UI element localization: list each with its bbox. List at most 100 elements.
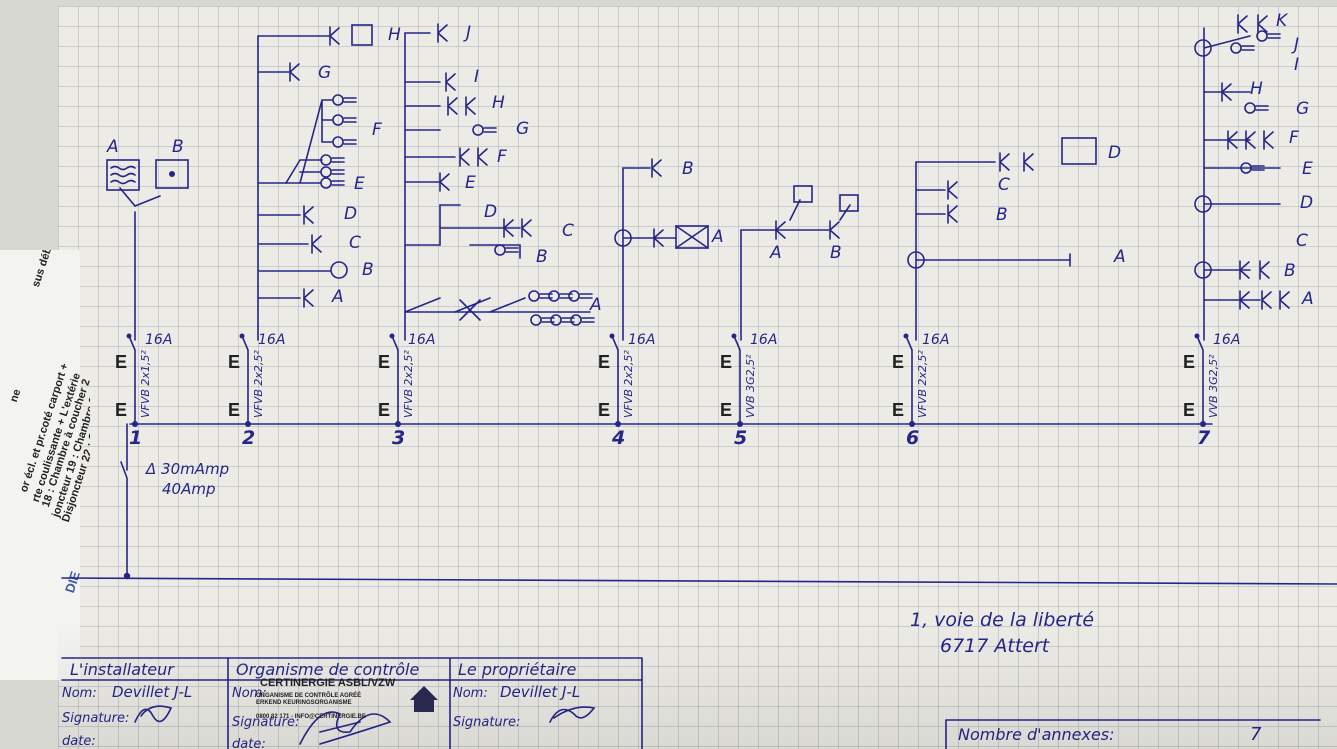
load-label-c7-4: H xyxy=(1250,79,1263,99)
earth-label: E xyxy=(720,352,732,372)
installer-date-label: date: xyxy=(62,734,96,749)
switch-symbol xyxy=(653,228,664,248)
circuit-number: 4 xyxy=(611,427,625,449)
load-label-c4-1: B xyxy=(682,159,694,179)
cable-spec: VVB 3G2,5² xyxy=(744,354,757,418)
c2-h-box xyxy=(351,24,373,46)
switch-symbol xyxy=(303,288,314,308)
socket-arrow xyxy=(331,180,345,186)
earth-label: E xyxy=(892,352,904,372)
socket-symbol xyxy=(320,166,332,178)
socket-arrow xyxy=(343,117,357,123)
switch-symbol xyxy=(1279,290,1290,310)
switch-symbol xyxy=(445,72,456,92)
owner-name: Devillet J-L xyxy=(500,683,580,701)
stamp-line3: 0800 82 171 - INFO@CERTINERGIE.BE xyxy=(256,714,366,720)
switch-symbol xyxy=(1239,290,1250,310)
circuit-breaker-line xyxy=(1196,335,1204,425)
breaker-rating: 16A xyxy=(1213,332,1240,348)
load-label-c6-4: A xyxy=(1113,247,1126,267)
load-label-c6-2: C xyxy=(998,175,1010,195)
cable-spec: VVB 3G2,5² xyxy=(1207,354,1220,418)
socket-arrow xyxy=(331,157,345,163)
load-label-c5-2: B xyxy=(830,243,842,263)
socket-arrow xyxy=(541,317,555,323)
switch-symbol xyxy=(1259,260,1270,280)
socket-symbol xyxy=(332,114,344,126)
installer-signature xyxy=(134,705,173,723)
c7-junction-1 xyxy=(1194,39,1212,57)
load-label-c7-10: B xyxy=(1284,261,1296,281)
cable-spec: VFVB 2x1,5² xyxy=(139,350,152,418)
main-switch-line1: Δ 30mAmp xyxy=(145,460,229,478)
breaker-rating: 16A xyxy=(145,332,172,348)
switch-symbol xyxy=(1221,82,1232,102)
socket-symbol xyxy=(494,244,506,256)
socket-symbol xyxy=(332,136,344,148)
circuit-breaker-line xyxy=(905,335,913,425)
switch-symbol xyxy=(1263,130,1274,150)
switch-symbol xyxy=(329,26,340,46)
switch-symbol xyxy=(437,23,448,43)
circuit-breaker-line xyxy=(391,335,399,425)
load-label-c1-1: A xyxy=(106,137,119,157)
c1-box-b-dot xyxy=(169,171,175,177)
installer-heading: L'installateur xyxy=(70,660,175,679)
switch-symbol xyxy=(1257,14,1268,34)
socket-arrow xyxy=(559,293,573,299)
socket-arrow xyxy=(331,169,345,175)
cable-spec: VFVB 2x2,5² xyxy=(402,350,415,418)
cable-spec: VFVB 2x2,5² xyxy=(916,350,929,418)
earth-label: E xyxy=(598,352,610,372)
switch-symbol xyxy=(947,204,958,224)
circuit-number: 3 xyxy=(392,427,405,449)
socket-symbol xyxy=(320,154,332,166)
load-label-c6-3: B xyxy=(996,205,1008,225)
earth-label: E xyxy=(115,400,127,420)
bus-node xyxy=(1200,421,1206,427)
earth-label: E xyxy=(720,400,732,420)
installer-signature-label: Signature: xyxy=(62,711,129,726)
socket-symbol xyxy=(528,290,540,302)
breaker-contact xyxy=(609,333,615,339)
breaker-contact xyxy=(1194,333,1200,339)
certinergie-stamp: CERTINERGIE ASBL/VZW ORGANISME DE CONTRÔ… xyxy=(256,677,438,745)
annexes-label: Nombre d'annexes: xyxy=(958,725,1115,744)
switch-symbol xyxy=(1023,152,1034,172)
switch-symbol xyxy=(439,172,450,192)
cable-spec: VFVB 2x2,5² xyxy=(252,350,265,418)
switch-symbol xyxy=(459,147,470,167)
bus-node xyxy=(245,421,251,427)
breaker-contact xyxy=(731,333,737,339)
switch-symbol xyxy=(311,234,322,254)
load-label-c3-10: A xyxy=(589,295,602,315)
socket-symbol xyxy=(550,314,562,326)
load-label-c7-1: K xyxy=(1276,11,1289,31)
c7-junction-3 xyxy=(1194,261,1212,279)
c3-cd-branch xyxy=(439,204,521,259)
load-label-c2-6: C xyxy=(349,233,361,253)
socket-arrow xyxy=(1251,165,1265,171)
c6-box-d xyxy=(1061,137,1097,165)
load-label-c7-5: G xyxy=(1296,99,1309,119)
load-label-c7-9: C xyxy=(1296,231,1308,251)
circuit-breaker-line xyxy=(128,335,136,425)
grid-paper-sheet xyxy=(58,6,1337,749)
circuit-number: 7 xyxy=(1197,427,1211,449)
load-label-c3-6: E xyxy=(465,173,476,193)
c5-box-a xyxy=(793,185,813,203)
switch-symbol xyxy=(447,96,458,116)
earth-label: E xyxy=(228,352,240,372)
socket-arrow xyxy=(579,293,593,299)
load-label-c2-7: B xyxy=(362,260,374,280)
breaker-contact xyxy=(903,333,909,339)
c5-box-b xyxy=(839,194,859,212)
breaker-rating: 16A xyxy=(750,332,777,348)
earth-label: E xyxy=(378,352,390,372)
earth-label: E xyxy=(378,400,390,420)
annexes-frame xyxy=(945,719,1321,749)
